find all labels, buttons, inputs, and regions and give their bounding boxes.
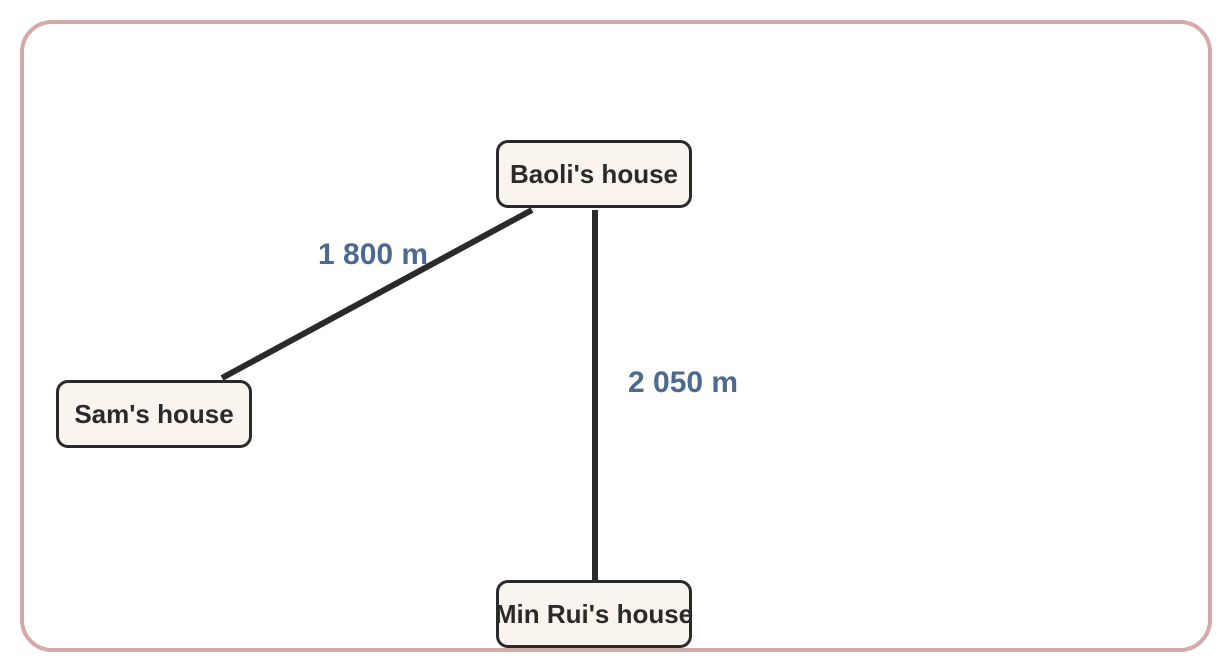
- node-min-rui-house: Min Rui's house: [494, 580, 694, 648]
- node-baoli-house-label: Baoli's house: [510, 158, 678, 189]
- node-sam-house: Sam's house: [56, 380, 252, 448]
- edge-label-baoli-minrui: 2 050 m: [628, 366, 739, 399]
- node-baoli-house: Baoli's house: [496, 140, 692, 208]
- node-min-rui-house-label: Min Rui's house: [494, 598, 694, 629]
- edge-label-sam-baoli: 1 800 m: [318, 238, 429, 271]
- node-sam-house-label: Sam's house: [74, 398, 234, 429]
- edge-sam-baoli: [220, 207, 534, 381]
- diagram-frame: [20, 20, 1212, 652]
